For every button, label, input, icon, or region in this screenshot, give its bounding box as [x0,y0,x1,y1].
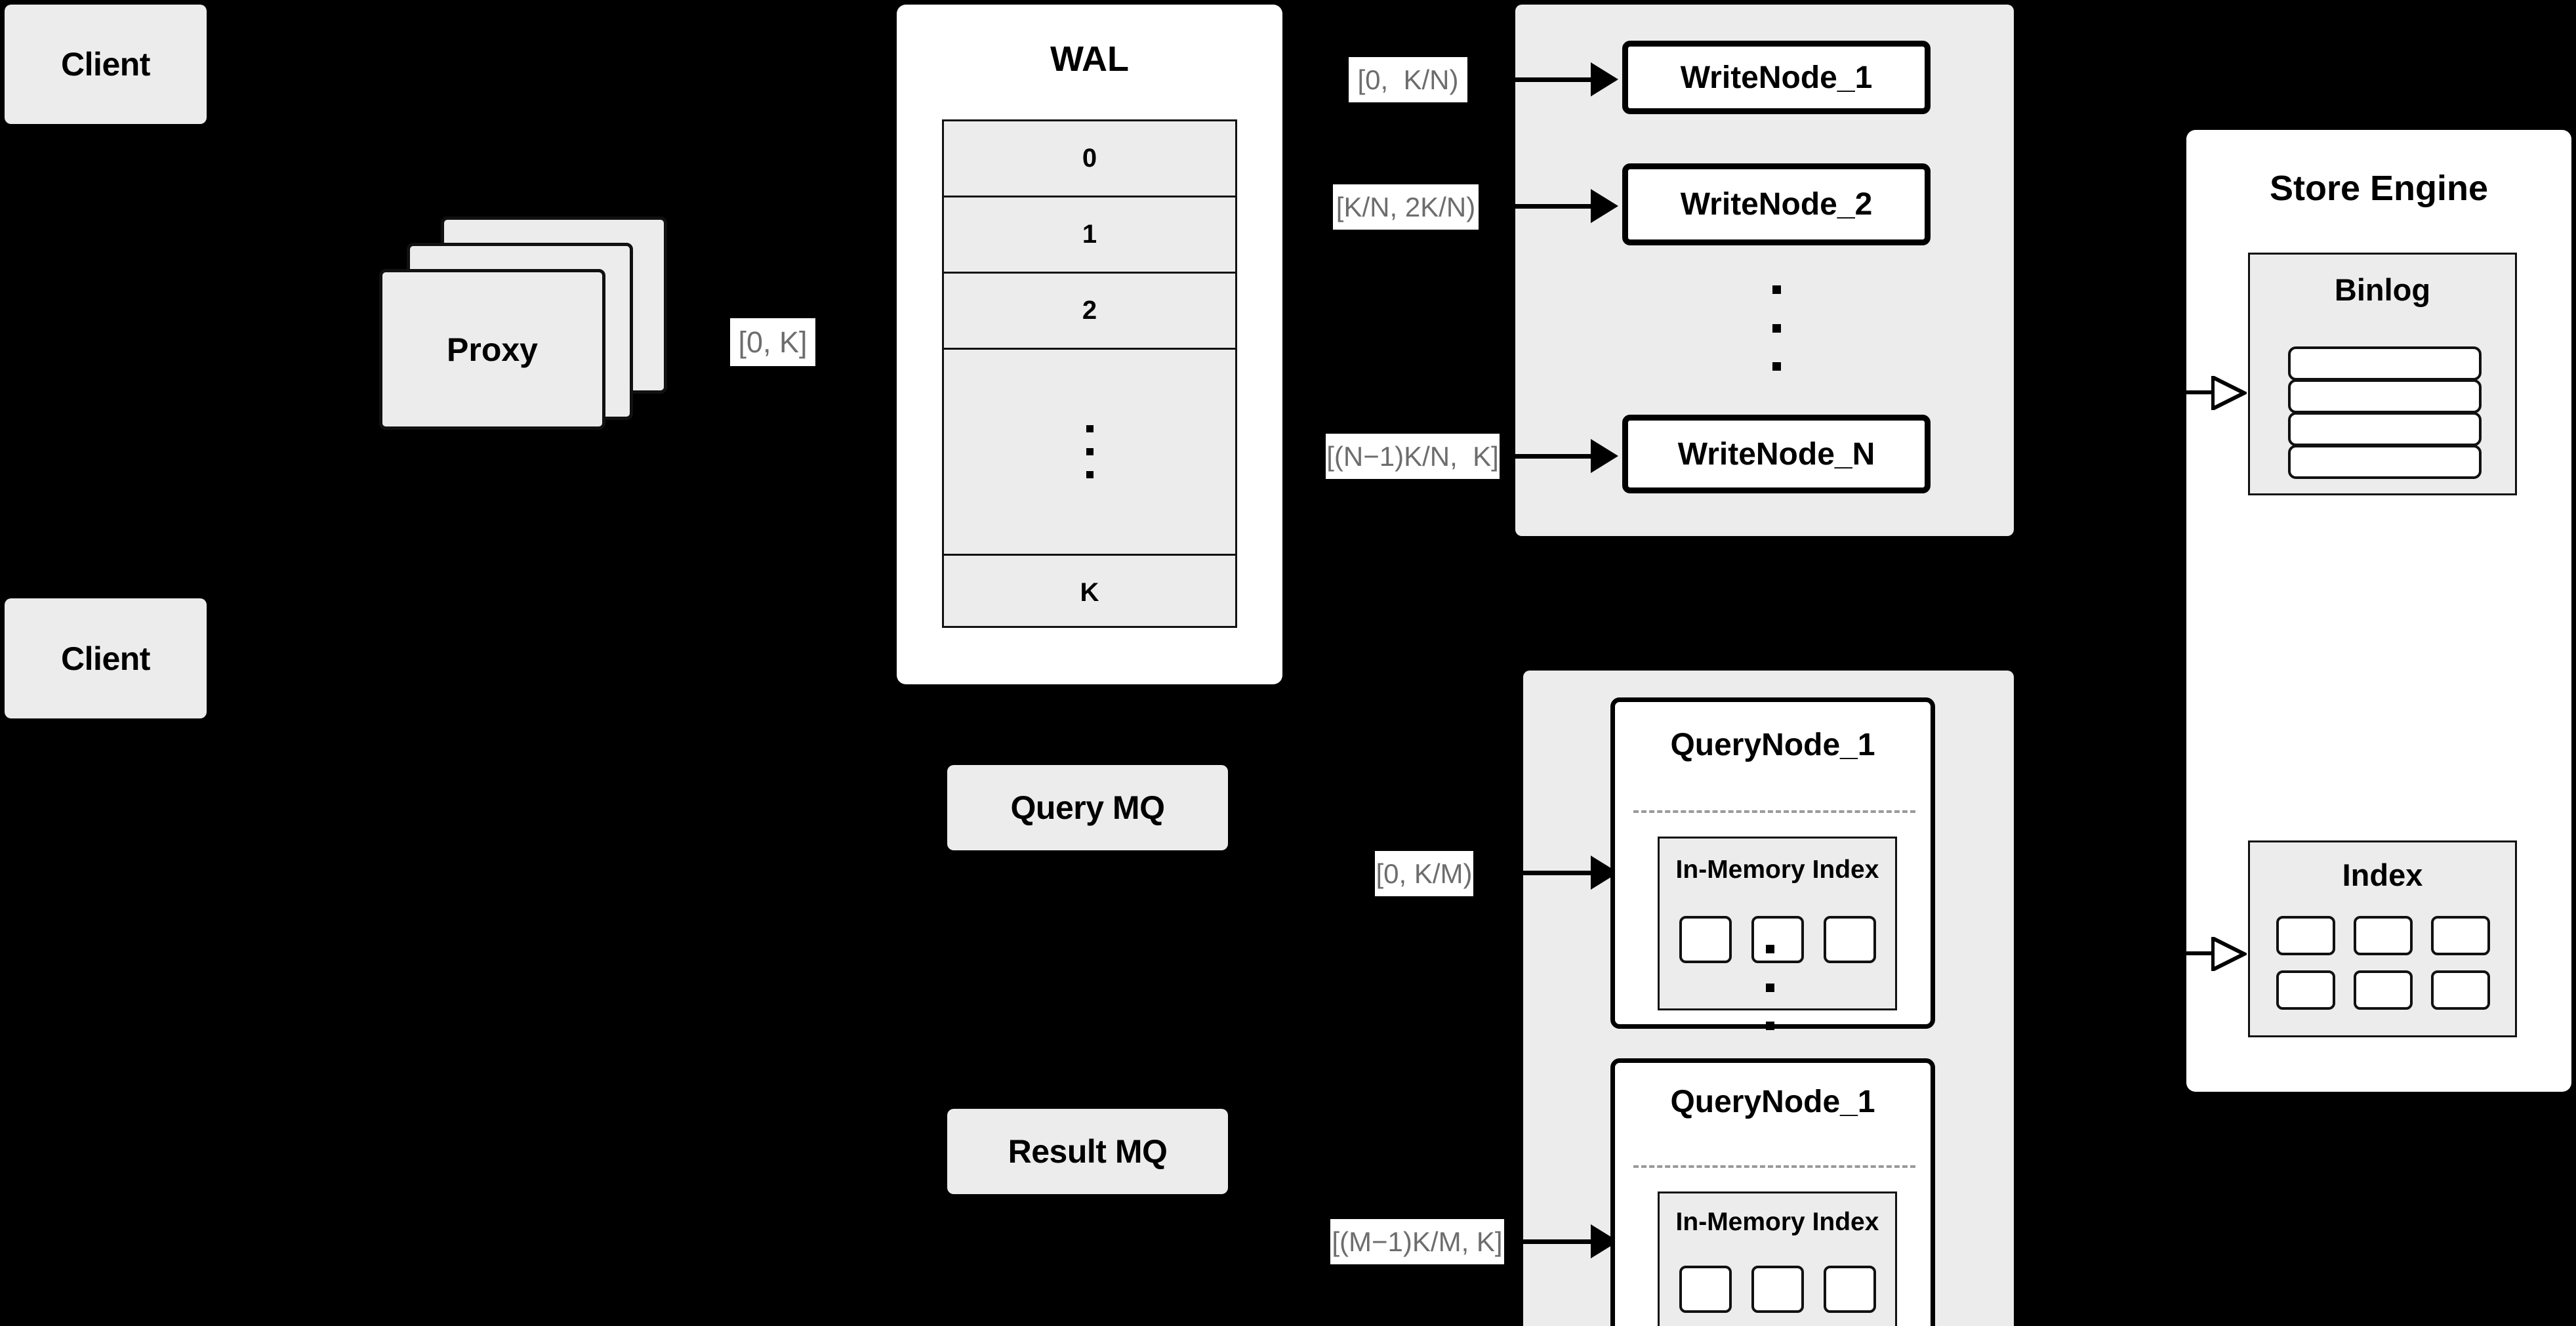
ellipsis-dot [1765,983,1774,992]
index-chip[interactable] [1679,1266,1732,1313]
client-box-2[interactable]: Client [5,598,207,718]
proxy-box[interactable]: Proxy [379,269,605,430]
ellipsis-dot [1086,471,1094,478]
in-memory-index-panel-2: In-Memory Index [1658,1191,1897,1326]
wal-row-ellipsis [944,350,1235,556]
ellipsis-dot [1772,323,1781,333]
query-node-1-separator [1633,810,1915,813]
binlog-entry-bar[interactable] [2288,412,2482,446]
arrow-head-writenode-1 [1591,62,1618,96]
range-label-querynode-m: [(M−1)K/M, K] [1330,1219,1504,1264]
wal-entry-table: 0 1 2 K [942,119,1237,628]
wal-panel: WAL 0 1 2 K [897,5,1282,684]
index-title: Index [2342,858,2423,892]
wal-row-2[interactable]: 2 [944,274,1235,350]
binlog-panel: Binlog [2248,253,2517,495]
store-index-chip[interactable] [2431,970,2490,1010]
wal-row-0[interactable]: 0 [944,121,1235,197]
query-node-1[interactable]: QueryNode_1 In-Memory Index [1610,697,1935,1029]
index-chip[interactable] [1824,916,1876,963]
ellipsis-dot [1772,285,1781,294]
store-engine-title: Store Engine [2269,169,2489,208]
arrow-line-querynode-1 [1479,871,1591,875]
store-index-chip[interactable] [2354,970,2413,1010]
wal-row-label-1: 1 [1082,220,1097,249]
index-chip[interactable] [1751,1266,1804,1313]
index-chip[interactable] [1679,916,1732,963]
arrow-line-to-binlog [2186,390,2213,394]
client-box-1[interactable]: Client [5,5,207,124]
write-node-2[interactable]: WriteNode_2 [1622,163,1931,245]
binlog-entry-bar[interactable] [2288,379,2482,413]
write-node-1[interactable]: WriteNode_1 [1622,41,1931,114]
ellipsis-dot [1086,425,1094,432]
store-index-chip[interactable] [2431,916,2490,955]
result-mq-box[interactable]: Result MQ [947,1109,1228,1194]
proxy-label: Proxy [447,331,538,368]
arrow-head-writenode-n [1591,439,1618,473]
query-cluster-ellipsis [1763,945,1776,1030]
arrow-line-writenode-n [1503,454,1591,459]
store-index-chip[interactable] [2276,970,2335,1010]
wal-row-label-0: 0 [1082,144,1097,173]
in-memory-index-title-2: In-Memory Index [1675,1208,1879,1236]
range-label-querynode-1: [0, K/M) [1375,851,1473,896]
store-index-chip[interactable] [2276,916,2335,955]
binlog-entry-bar[interactable] [2288,346,2482,381]
index-panel: Index [2248,840,2517,1037]
range-label-writenode-n: [(N−1)K/N, K] [1326,434,1500,479]
index-chip[interactable] [1824,1266,1876,1313]
arrow-line-writenode-1 [1482,77,1591,82]
range-label-writenode-2: [K/N, 2K/N) [1333,184,1479,230]
arrow-line-writenode-2 [1494,204,1591,209]
result-mq-label: Result MQ [1008,1133,1168,1170]
in-memory-index-title-1: In-Memory Index [1675,856,1879,884]
query-node-m[interactable]: QueryNode_1 In-Memory Index [1610,1058,1935,1326]
wal-row-label-k: K [1080,578,1099,607]
query-node-m-title: QueryNode_1 [1670,1085,1875,1119]
range-label-writenode-1: [0, K/N) [1349,57,1467,102]
wal-title: WAL [1050,39,1129,79]
wal-row-k[interactable]: K [944,556,1235,630]
store-index-chip[interactable] [2354,916,2413,955]
ellipsis-dot [1765,945,1774,953]
in-memory-index-panel-1: In-Memory Index [1658,837,1897,1010]
binlog-entry-bar[interactable] [2288,445,2482,479]
arrow-head-writenode-2 [1591,189,1618,223]
write-cluster-ellipsis [1770,285,1783,371]
ellipsis-dot [1086,448,1094,455]
write-node-n[interactable]: WriteNode_N [1622,415,1931,493]
arrow-line-querynode-m [1523,1239,1591,1244]
store-engine-panel: Store Engine Binlog Index [2186,130,2571,1092]
write-node-1-label: WriteNode_1 [1680,60,1873,95]
write-node-n-label: WriteNode_N [1677,436,1875,472]
arrow-head-open-index [2211,937,2247,971]
write-node-2-label: WriteNode_2 [1680,187,1873,222]
ellipsis-dot [1772,362,1781,371]
query-node-m-separator [1633,1165,1915,1168]
arrow-head-open-binlog [2211,376,2247,410]
client-label-1: Client [61,46,150,83]
wal-row-label-2: 2 [1082,296,1097,325]
ellipsis-dot [1765,1022,1774,1030]
wal-row-1[interactable]: 1 [944,197,1235,274]
binlog-title: Binlog [2334,272,2431,307]
query-mq-box[interactable]: Query MQ [947,765,1228,850]
range-label-proxy-to-wal: [0, K] [730,318,815,366]
index-chip[interactable] [1751,916,1804,963]
query-mq-label: Query MQ [1010,789,1165,826]
arrow-line-to-index [2186,951,2213,955]
query-node-1-title: QueryNode_1 [1670,728,1875,762]
client-label-2: Client [61,640,150,677]
